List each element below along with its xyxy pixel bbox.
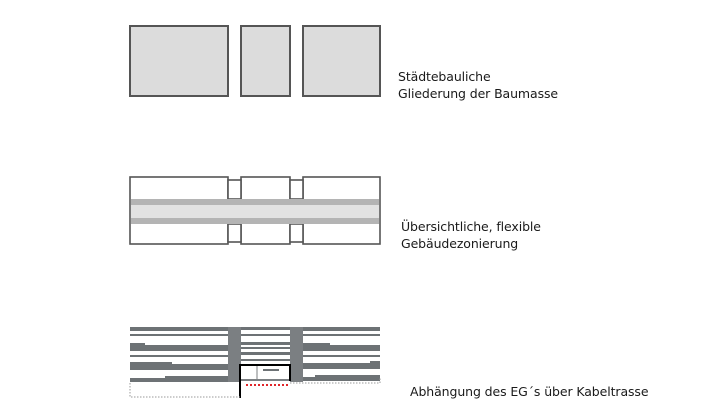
zoning-caption-line-1: Übersichtliche, flexible: [401, 219, 541, 234]
massing-caption: Städtebauliche Gliederung der Baumasse: [398, 68, 558, 102]
zoning-caption-line-2: Gebäudezonierung: [401, 236, 519, 251]
corridor-edge-top: [131, 199, 379, 205]
section-diagram: [129, 327, 381, 398]
cable-tray-dots: [246, 384, 288, 386]
zoning-diagram: [129, 176, 381, 245]
massing-block-middle: [240, 25, 291, 97]
suspended-ground-floor: [239, 364, 291, 398]
middle-block-slabs: [241, 327, 290, 361]
dotted-ground-outline: [129, 378, 381, 398]
zoning-caption: Übersichtliche, flexible Gebäudezonierun…: [401, 218, 541, 252]
core-right: [290, 327, 303, 382]
corridor-edge-bottom: [131, 218, 379, 224]
right-wing-slabs: [303, 327, 380, 381]
zoning-joint-top-2: [289, 179, 304, 200]
massing-block-left: [129, 25, 229, 97]
massing-caption-line-1: Städtebauliche: [398, 69, 491, 84]
massing-caption-line-2: Gliederung der Baumasse: [398, 86, 558, 101]
section-caption: Abhängung des EG´s über Kabeltrasse: [410, 383, 649, 400]
core-left: [228, 327, 241, 382]
zoning-joint-bottom-1: [227, 223, 242, 243]
zoning-joint-bottom-2: [289, 223, 304, 243]
section-caption-line-1: Abhängung des EG´s über Kabeltrasse: [410, 384, 649, 399]
corridor-center: [131, 205, 379, 218]
zoning-joint-top-1: [227, 179, 242, 200]
left-wing-slabs: [130, 327, 228, 382]
massing-block-right: [302, 25, 381, 97]
massing-blocks: [129, 25, 381, 97]
